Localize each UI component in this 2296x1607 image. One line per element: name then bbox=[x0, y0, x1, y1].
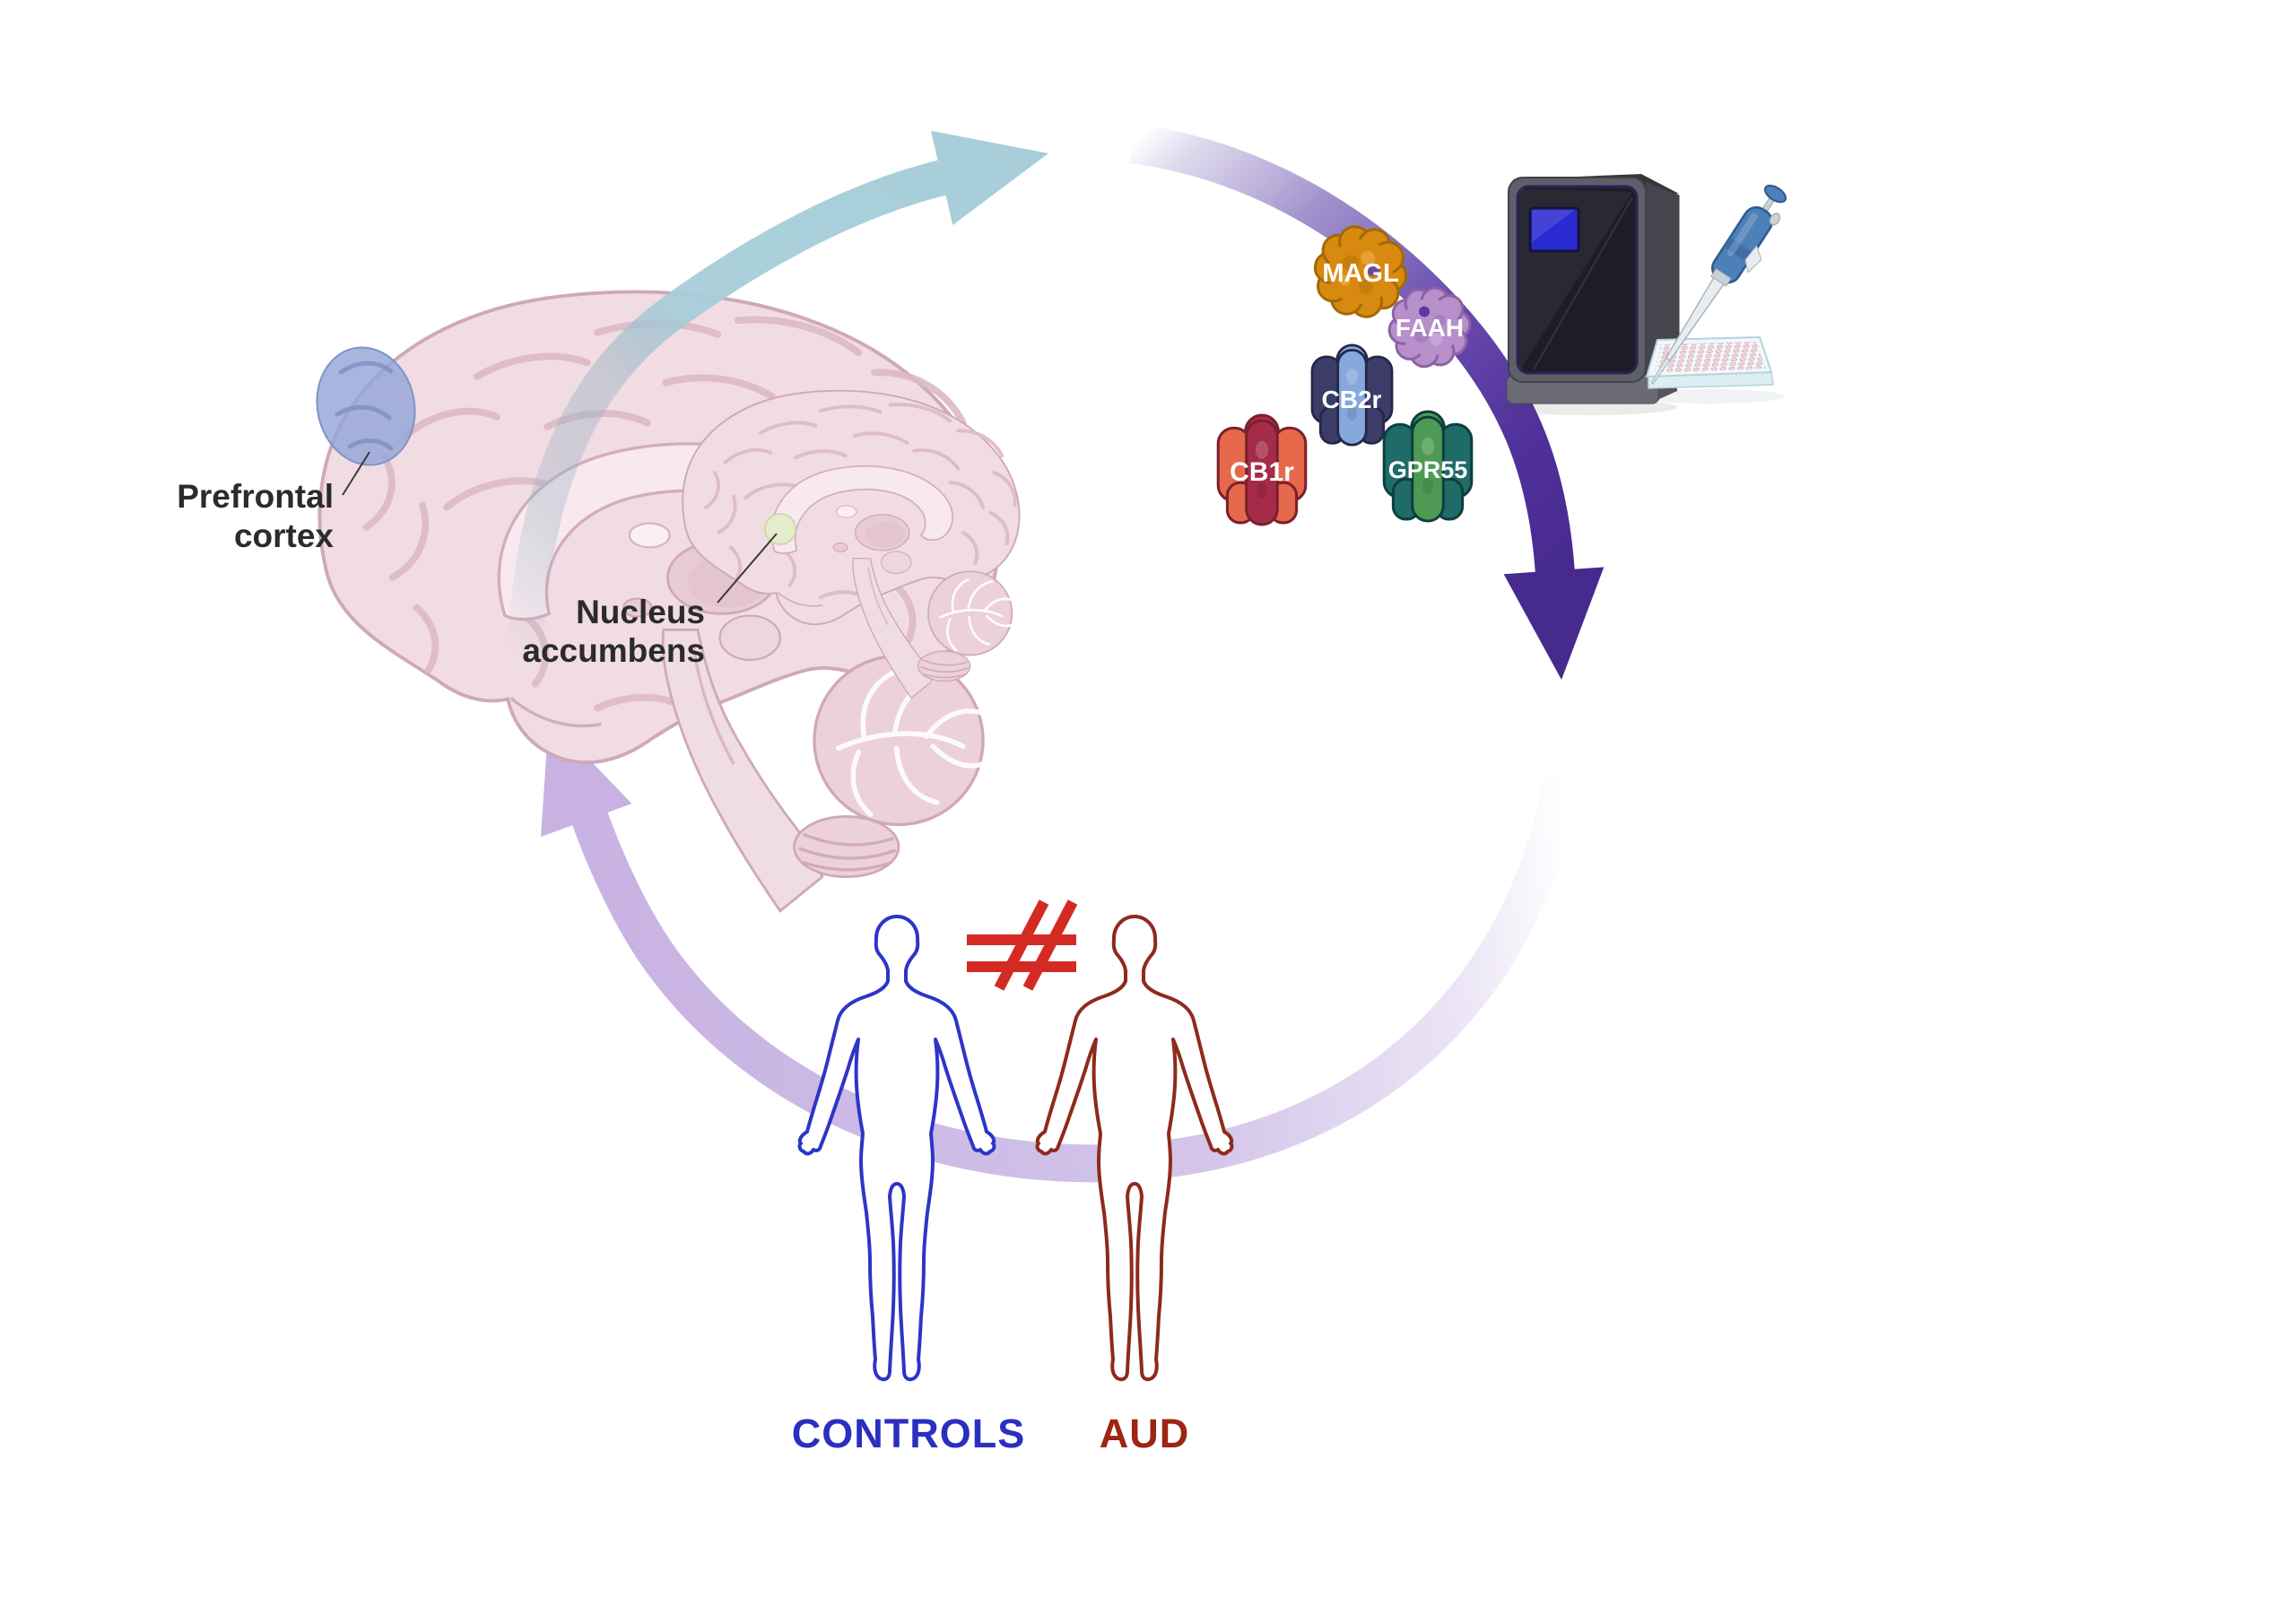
svg-text:cortex: cortex bbox=[234, 517, 334, 554]
nucleus-accumbens-highlight bbox=[764, 513, 796, 545]
well-plate-icon bbox=[1632, 335, 1785, 404]
svg-text:accumbens: accumbens bbox=[522, 632, 705, 669]
brain-prefrontal bbox=[316, 291, 997, 910]
label-prefrontal-cortex: Prefrontal cortex bbox=[177, 451, 370, 554]
svg-text:Prefrontal: Prefrontal bbox=[177, 478, 334, 515]
prefrontal-pointer-line bbox=[342, 451, 370, 496]
svg-text:MAGL: MAGL bbox=[1322, 259, 1398, 288]
cb1r-receptor-icon: CB1r bbox=[1218, 415, 1306, 525]
svg-text:CB1r: CB1r bbox=[1230, 457, 1294, 487]
cb2r-receptor-icon: CB2r bbox=[1311, 344, 1393, 446]
micropipette-icon bbox=[1650, 184, 1787, 385]
nucleus-accumbens-pointer-line bbox=[717, 533, 778, 604]
arrowhead-purple bbox=[1503, 567, 1605, 680]
machine-screen bbox=[1528, 206, 1580, 253]
brain-nucleus-accumbens bbox=[681, 388, 1022, 700]
label-aud: AUD bbox=[1100, 1411, 1190, 1456]
arrowhead-teal bbox=[930, 130, 1048, 226]
svg-text:GPR55: GPR55 bbox=[1388, 456, 1468, 483]
magl-enzyme-icon: MAGL bbox=[1313, 225, 1408, 318]
svg-text:FAAH: FAAH bbox=[1396, 314, 1464, 342]
not-equal-icon bbox=[967, 899, 1078, 991]
arrow-brains-to-assay bbox=[507, 130, 1048, 669]
label-nucleus-accumbens: Nucleus accumbens bbox=[522, 533, 778, 669]
svg-text:Nucleus: Nucleus bbox=[576, 594, 705, 630]
faah-enzyme-icon: FAAH bbox=[1387, 286, 1472, 369]
gpr55-receptor-icon: GPR55 bbox=[1384, 412, 1472, 521]
svg-text:CB2r: CB2r bbox=[1322, 386, 1382, 413]
label-controls: CONTROLS bbox=[792, 1411, 1026, 1456]
